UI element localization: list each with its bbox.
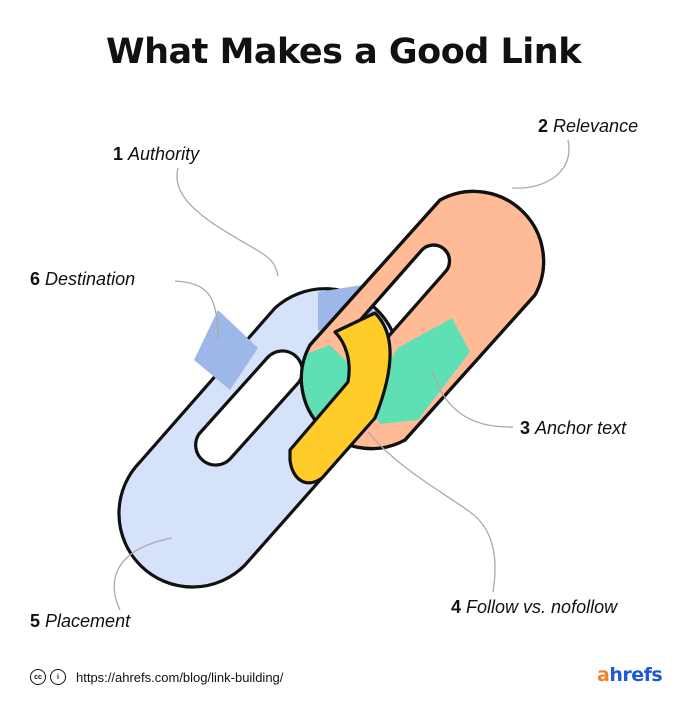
attribution-icon: i [50, 669, 66, 685]
page-title: What Makes a Good Link [106, 32, 581, 72]
label-number: 1 [113, 144, 124, 164]
label-text: Placement [45, 611, 131, 631]
label-number: 4 [451, 597, 462, 617]
label-text: Anchor text [535, 418, 627, 438]
label-authority: 1 Authority [113, 144, 199, 165]
authority-leader-line [176, 167, 279, 277]
logo-prefix: a [597, 664, 610, 686]
label-placement: 5 Placement [30, 611, 130, 632]
destination-leader-line [174, 280, 219, 341]
label-number: 2 [538, 116, 549, 136]
label-text: Relevance [553, 116, 639, 136]
footer: cc i https://ahrefs.com/blog/link-buildi… [30, 667, 283, 687]
anchor-text-leader-line [431, 370, 514, 428]
follow-overlap [288, 311, 392, 485]
source-url: https://ahrefs.com/blog/link-building/ [76, 669, 284, 685]
label-destination: 6 Destination [30, 269, 135, 290]
label-text: Follow vs. nofollow [466, 597, 618, 617]
label-text: Authority [128, 144, 200, 164]
creative-commons-icon: cc [30, 669, 46, 685]
ahrefs-logo: ahrefs [597, 664, 663, 686]
label-number: 5 [30, 611, 41, 631]
label-anchor-text: 3 Anchor text [520, 418, 626, 439]
anchor-text-segment [365, 318, 470, 424]
destination-segment [194, 310, 258, 390]
label-relevance: 2 Relevance [538, 116, 638, 137]
follow-segment [288, 311, 392, 485]
label-text: Destination [45, 269, 136, 289]
label-number: 6 [30, 269, 41, 289]
leader-lines [113, 139, 570, 611]
label-number: 3 [520, 418, 531, 438]
follow-leader-line [367, 431, 496, 593]
label-follow: 4 Follow vs. nofollow [451, 597, 617, 618]
placement-leader-line [113, 537, 173, 611]
logo-rest: hrefs [609, 664, 663, 686]
relevance-leader-line [511, 139, 570, 189]
